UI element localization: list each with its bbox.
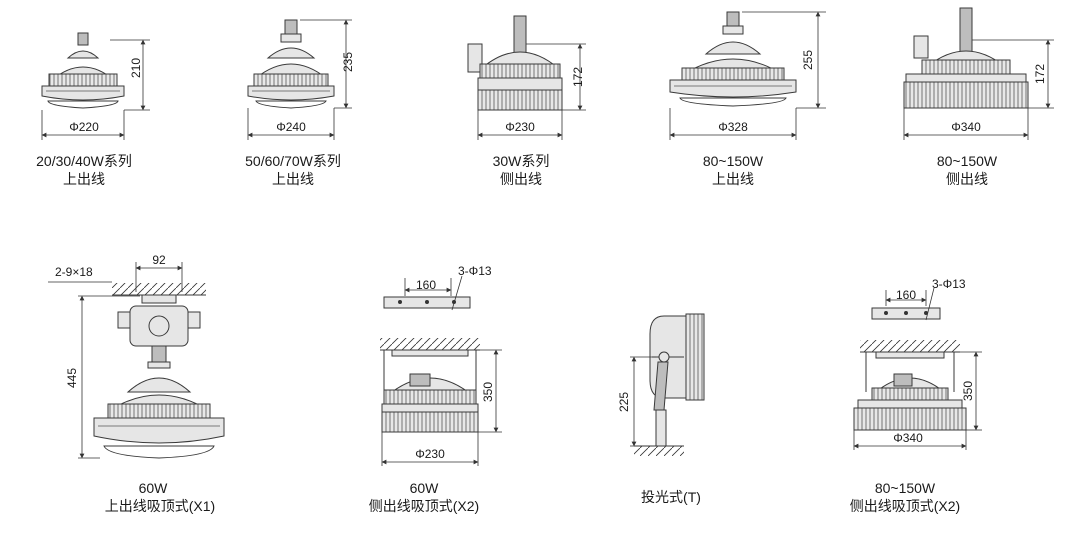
- product-9-hole-label: 3-Φ13: [932, 277, 966, 291]
- product-3-diameter: Φ230: [505, 120, 535, 134]
- product-6-title: 60W: [139, 480, 169, 496]
- product-1-drawing: [41, 32, 150, 140]
- product-5-subtitle: 侧出线: [946, 171, 988, 187]
- product-7-title: 60W: [410, 480, 440, 496]
- product-4-drawing: [669, 11, 826, 140]
- product-8-drawing: [630, 313, 705, 456]
- product-8-height: 225: [617, 392, 631, 412]
- product-7-drawing: [380, 275, 502, 466]
- product-7-height: 350: [481, 382, 495, 402]
- product-5-title: 80~150W: [937, 153, 998, 169]
- product-9-drawing: [853, 287, 982, 450]
- product-9-spacing: 160: [896, 288, 916, 302]
- product-9-title: 80~150W: [875, 480, 936, 496]
- product-7-hole-label: 3-Φ13: [458, 264, 492, 278]
- product-9-height: 350: [961, 381, 975, 401]
- product-3-subtitle: 侧出线: [500, 171, 542, 187]
- product-5-height: 172: [1033, 64, 1047, 84]
- product-1-title: 20/30/40W系列: [36, 153, 132, 169]
- product-6-subtitle: 上出线吸顶式(X1): [105, 498, 215, 514]
- product-3-title: 30W系列: [493, 153, 550, 169]
- product-4-title: 80~150W: [703, 153, 764, 169]
- product-4-height: 255: [801, 50, 815, 70]
- product-2-subtitle: 上出线: [272, 171, 314, 187]
- product-7-diameter: Φ230: [415, 447, 445, 461]
- product-1-subtitle: 上出线: [63, 171, 105, 187]
- product-2-drawing: [247, 19, 352, 140]
- product-2-diameter: Φ240: [276, 120, 306, 134]
- product-3-height: 172: [571, 67, 585, 87]
- product-6-slot-label: 2-9×18: [55, 265, 93, 279]
- product-7-spacing: 160: [416, 278, 436, 292]
- product-6-spacing: 92: [152, 253, 166, 267]
- product-3-drawing: [467, 15, 586, 140]
- product-4-diameter: Φ328: [718, 120, 748, 134]
- product-5-diameter: Φ340: [951, 120, 981, 134]
- product-6-drawing: [48, 262, 225, 459]
- product-2-height: 235: [341, 52, 355, 72]
- product-1-height: 210: [129, 58, 143, 78]
- product-2-title: 50/60/70W系列: [245, 153, 341, 169]
- product-9-diameter: Φ340: [893, 431, 923, 445]
- product-6-height: 445: [65, 368, 79, 388]
- product-5-drawing: [903, 7, 1054, 140]
- product-9-subtitle: 侧出线吸顶式(X2): [850, 498, 960, 514]
- product-1-diameter: Φ220: [69, 120, 99, 134]
- product-4-subtitle: 上出线: [712, 171, 754, 187]
- product-8-subtitle: 投光式(T): [641, 489, 701, 505]
- product-7-subtitle: 侧出线吸顶式(X2): [369, 498, 479, 514]
